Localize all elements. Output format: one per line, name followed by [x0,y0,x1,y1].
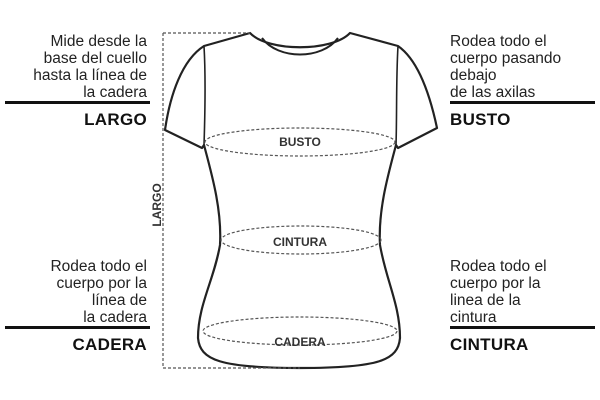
cadera-heading: CADERA [72,335,147,354]
busto-ellipse [204,127,396,157]
largo-diagram-label: LARGO [150,183,164,226]
cintura-ellipse [220,225,382,255]
cadera-description: Rodea todo el cuerpo por la línea de la … [50,258,147,326]
collar-inner [261,37,339,56]
busto-description: Rodea todo el cuerpo pasando debajo de l… [450,33,562,101]
largo-heading: LARGO [84,110,147,129]
busto-rule [450,101,595,104]
cintura-description: Rodea todo el cuerpo por la linea de la … [450,258,547,326]
cintura-rule [450,326,595,329]
tshirt-outline [163,31,439,370]
largo-description: Mide desde la base del cuello hasta la l… [33,33,147,101]
cadera-diagram-label: CADERA [274,335,326,349]
sleeve-seam-left [203,45,206,146]
cadera-ellipse [202,316,398,346]
cadera-rule [5,326,150,329]
collar-band [249,32,351,48]
cintura-heading: CINTURA [450,335,529,354]
cintura-diagram-label: CINTURA [273,235,327,249]
sleeve-seam-right [395,45,399,146]
busto-heading: BUSTO [450,110,511,129]
busto-diagram-label: BUSTO [279,135,321,149]
largo-rule [5,101,150,104]
